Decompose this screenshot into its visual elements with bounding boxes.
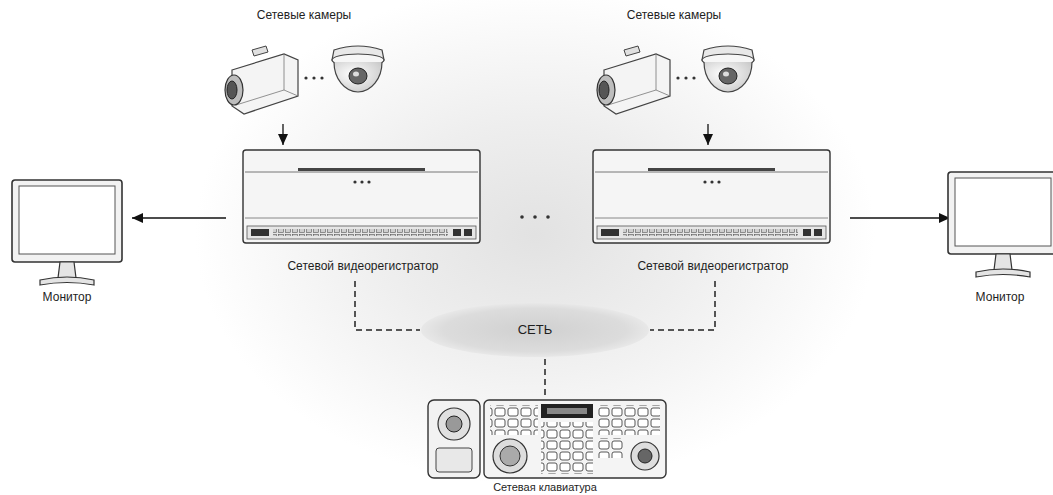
box-camera — [225, 46, 298, 114]
illustration-part — [533, 215, 537, 219]
nvr: Сетевой видеорегистратор — [588, 145, 838, 273]
illustration-part — [638, 449, 652, 463]
illustration-part — [631, 442, 659, 470]
nvr: Сетевой видеорегистратор — [238, 145, 488, 273]
illustration-part — [493, 439, 527, 473]
illustration-part — [676, 76, 679, 79]
signal-arrow — [850, 217, 950, 218]
illustration-part — [598, 405, 660, 435]
camera-group: Сетевые камеры — [588, 8, 760, 124]
network-keyboard: Сетевая клавиатура — [420, 395, 670, 493]
camera-group: Сетевые камеры — [218, 8, 390, 124]
keyboard-device — [428, 400, 666, 478]
illustration-part — [484, 400, 666, 478]
illustration-part — [320, 76, 323, 79]
nvr-device — [243, 150, 480, 243]
network-ellipse — [421, 303, 649, 357]
ellipsis-dots — [520, 215, 550, 219]
illustration-part — [546, 215, 550, 219]
illustration-part — [490, 405, 538, 435]
node-label: Сетевые камеры — [627, 8, 721, 22]
illustration-part — [312, 76, 315, 79]
signal-arrow — [282, 124, 283, 145]
monitor: Монитор — [4, 176, 130, 304]
illustration-part — [692, 76, 695, 79]
node-label: Сетевые камеры — [257, 8, 351, 22]
illustration-part — [520, 215, 524, 219]
illustration-part — [547, 408, 587, 414]
node-label: Монитор — [43, 290, 92, 304]
node-label: Сетевой видеорегистратор — [287, 259, 438, 273]
signal-arrow — [707, 124, 708, 145]
node-label: Сетевой видеорегистратор — [637, 259, 788, 273]
ellipsis-dots — [304, 76, 323, 79]
illustration-part — [500, 446, 520, 466]
monitor: Монитор — [952, 168, 1048, 304]
signal-arrow — [132, 217, 226, 218]
network-link — [355, 281, 420, 330]
illustration-part — [541, 422, 593, 474]
monitor-screen — [948, 172, 1053, 277]
nvr-device — [593, 150, 830, 243]
box-camera — [597, 46, 670, 114]
illustration-part — [446, 416, 462, 432]
illustration-part — [436, 448, 472, 472]
dome-camera — [702, 46, 754, 92]
network-link — [544, 358, 546, 395]
illustration-part — [428, 400, 480, 478]
illustration-part — [684, 76, 687, 79]
node-label: Сетевая клавиатура — [493, 481, 597, 493]
dome-camera — [332, 46, 384, 92]
network-cloud: СЕТЬ — [420, 302, 650, 358]
illustration-part — [304, 76, 307, 79]
illustration-part — [598, 438, 624, 458]
network-link — [650, 281, 715, 330]
illustration-part — [438, 408, 470, 440]
node-label: СЕТЬ — [518, 323, 553, 337]
monitor-screen — [12, 180, 122, 285]
node-label: Монитор — [976, 290, 1025, 304]
illustration-part — [541, 404, 593, 418]
ellipsis-dots — [676, 76, 695, 79]
